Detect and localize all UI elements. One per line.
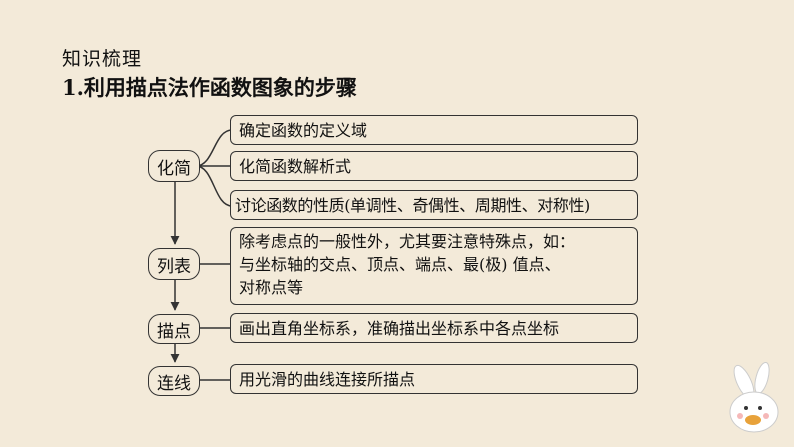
section-subheading: 1.利用描点法作函数图象的步骤 [62,75,357,100]
step-connect: 连线 [148,366,200,396]
brace-connector [195,165,233,207]
detail-simplify-expression: 化简函数解析式 [230,151,638,181]
detail-plot-points: 画出直角坐标系，准确描出坐标系中各点坐标 [230,313,638,343]
step-simplify: 化简 [148,150,200,182]
detail-properties: 讨论函数的性质(单调性、奇偶性、周期性、对称性) [230,190,638,220]
bunny-illustration [729,361,779,433]
detail-tabulate: 除考虑点的一般性外，尤其要注意特殊点，如： 与坐标轴的交点、顶点、端点、最(极)… [230,227,638,305]
step-plot-points: 描点 [148,314,200,344]
brace-connector [195,129,233,167]
detail-domain: 确定函数的定义域 [230,115,638,145]
detail-tabulate-line: 与坐标轴的交点、顶点、端点、最(极) 值点、 [239,255,561,274]
detail-tabulate-line: 对称点等 [239,278,304,297]
section-heading: 知识梳理 [62,48,143,70]
detail-connect: 用光滑的曲线连接所描点 [230,364,638,394]
detail-tabulate-line: 除考虑点的一般性外，尤其要注意特殊点，如： [239,232,576,251]
step-tabulate: 列表 [148,248,200,280]
